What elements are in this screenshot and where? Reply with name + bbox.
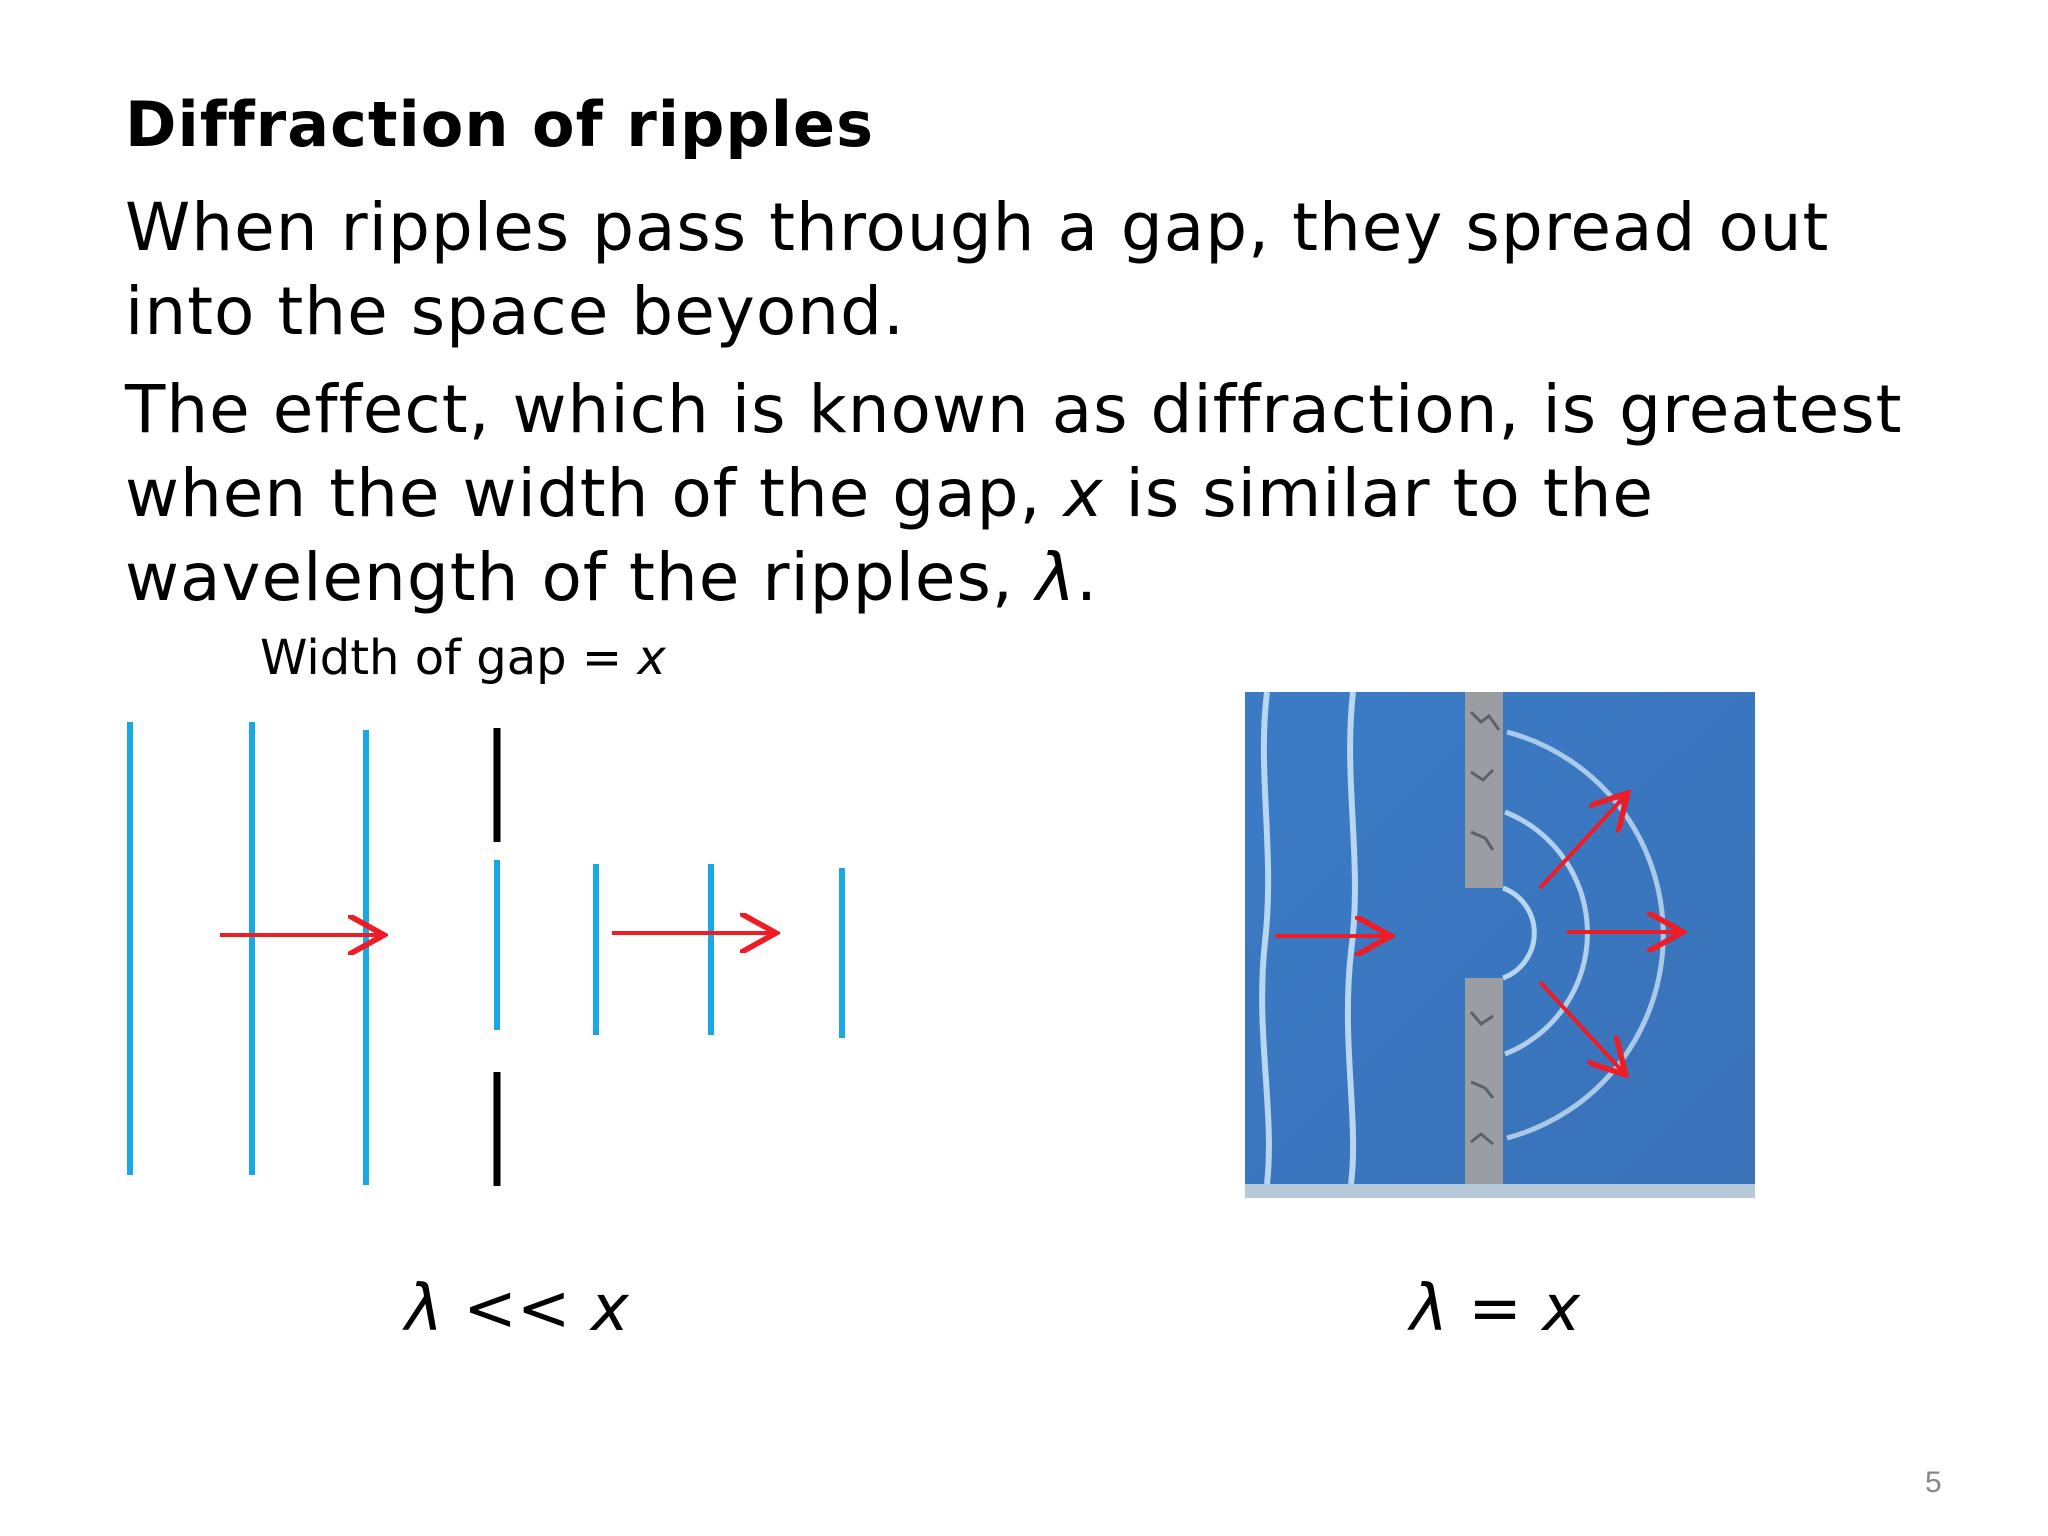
incoming-ripple-2 (1344, 692, 1358, 1185)
barrier-bottom (1465, 978, 1503, 1184)
paragraph2-text-2: is similar to the wavelength of the ripp… (125, 455, 1655, 616)
diffracted-ripple-1 (1502, 885, 1537, 981)
label-lambda-equals-x: λ = x (1410, 1272, 1581, 1346)
gap-width-text: Width of gap = (260, 630, 638, 686)
tank-edge (1245, 1184, 1755, 1198)
label-lambda-much-less-than-x: λ << x (405, 1272, 629, 1346)
variable-x: x (1063, 455, 1104, 532)
incoming-ripple-1 (1259, 692, 1272, 1185)
barrier-texture (1469, 710, 1501, 1146)
slide-title: Diffraction of ripples (125, 88, 874, 161)
ripple-tank-photo (1245, 692, 1755, 1198)
gap-width-caption: Width of gap = x (260, 630, 666, 686)
paragraph-spreading: When ripples pass through a gap, they sp… (125, 189, 1830, 350)
paragraph2-end: . (1075, 539, 1098, 616)
gap-width-variable: x (637, 630, 666, 686)
arrow-up-right-icon (1538, 796, 1625, 890)
page-number: 5 (1925, 1466, 1942, 1499)
paragraph-diffraction: The effect, which is known as diffractio… (125, 368, 1925, 620)
variable-lambda: λ (1035, 539, 1076, 616)
arrow-down-right-icon (1538, 980, 1623, 1072)
paragraph2-text-1: The effect, which is known as diffractio… (125, 371, 1903, 532)
